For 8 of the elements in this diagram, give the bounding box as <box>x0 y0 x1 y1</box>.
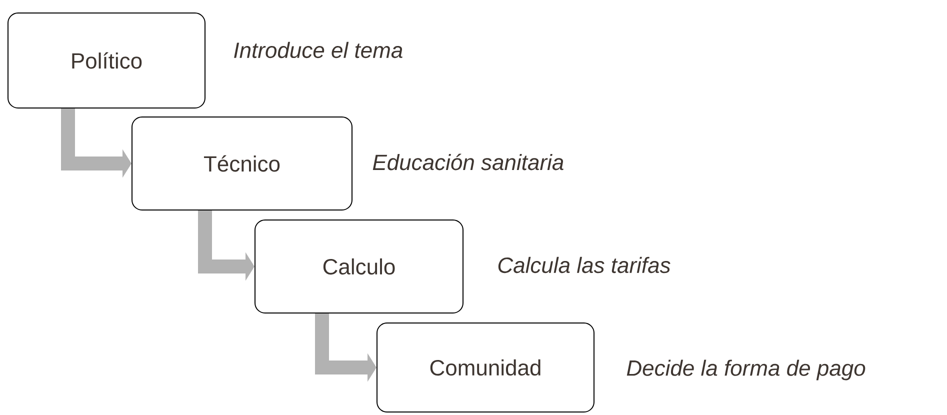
description-text: Introduce el tema <box>234 42 402 58</box>
process-box: Comunidad <box>376 322 594 412</box>
description-text: Calcula las tarifas <box>498 256 670 274</box>
process-box: Político <box>8 12 206 108</box>
process-box: Calculo <box>254 220 464 314</box>
description-text: Educación sanitaria <box>372 154 564 170</box>
description-text: Decide la forma de pago <box>626 360 866 380</box>
process-box: Técnico <box>132 116 352 210</box>
